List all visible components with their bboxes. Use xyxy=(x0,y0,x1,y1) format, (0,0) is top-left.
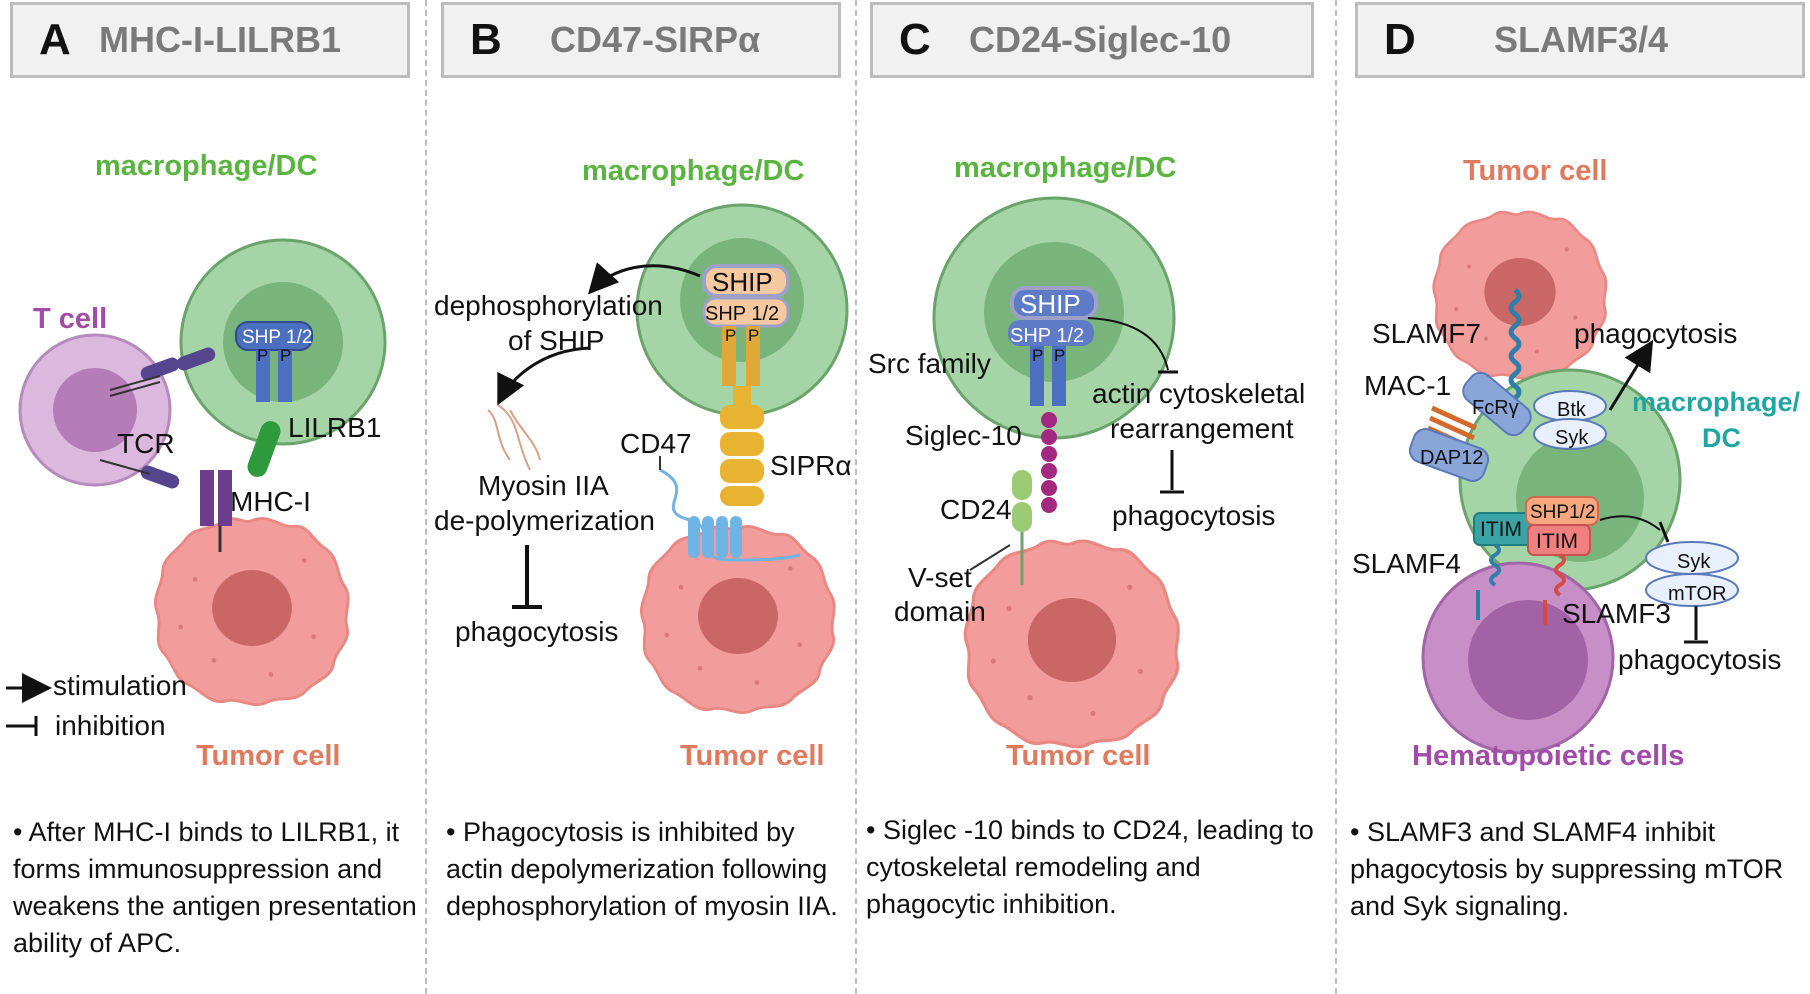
macrophage-label-2: DC xyxy=(1702,423,1741,453)
p-label: P xyxy=(257,346,269,365)
shp-label: SHP 1/2 xyxy=(705,303,780,325)
phagocytosis-top-label: phagocytosis xyxy=(1574,318,1738,349)
phagocytosis-label: phagocytosis xyxy=(455,616,619,647)
shp-label: SHP 1/2 xyxy=(1010,325,1085,347)
panel-title: CD24-Siglec-10 xyxy=(969,19,1232,60)
panel-c-summary: • Siglec -10 binds to CD24, leading to c… xyxy=(866,815,1314,919)
tumor-label: Tumor cell xyxy=(1463,155,1608,187)
tumor-label: Tumor cell xyxy=(196,740,341,772)
siglec-label: Siglec-10 xyxy=(905,420,1022,451)
panel-c-art xyxy=(932,196,1184,749)
itim-label: ITIM xyxy=(1480,518,1522,541)
shp-label: SHP 1/2 xyxy=(242,327,313,348)
panel-title: SLAMF3/4 xyxy=(1494,19,1669,60)
p-label: P xyxy=(1032,346,1044,365)
dap12-label: DAP12 xyxy=(1420,447,1484,469)
tcr-label: TCR xyxy=(117,428,175,459)
hematopoietic-label: Hematopoietic cells xyxy=(1412,740,1685,772)
panel-a-summary: • After MHC-I binds to LILRB1, it forms … xyxy=(13,817,417,958)
p-label: P xyxy=(1054,346,1066,365)
vset-label: V-set xyxy=(908,562,972,593)
hematopoietic-nucleus xyxy=(1468,600,1588,720)
vset-label-2: domain xyxy=(894,596,986,627)
panel-divider xyxy=(425,0,427,994)
syk-label: Syk xyxy=(1555,427,1589,449)
panel-letter: B xyxy=(470,15,502,64)
fcry-label: FcRγ xyxy=(1472,397,1519,419)
tumor-label: Tumor cell xyxy=(680,740,825,772)
actin-label-2: rearrangement xyxy=(1110,413,1294,444)
panel-b-art xyxy=(487,203,849,715)
lilrb1-label: LILRB1 xyxy=(288,412,382,443)
panel-b-summary: • Phagocytosis is inhibited by actin dep… xyxy=(446,817,838,921)
panel-d-header: D SLAMF3/4 xyxy=(1355,2,1805,78)
mac1-label: MAC-1 xyxy=(1364,370,1452,401)
mtor-label: mTOR xyxy=(1668,583,1727,605)
actin-label: actin cytoskeletal xyxy=(1092,378,1306,409)
panel-letter: C xyxy=(899,15,931,64)
tumor-cell xyxy=(963,539,1180,749)
macrophage-label: macrophage/DC xyxy=(582,155,805,187)
panel-divider xyxy=(1335,0,1337,994)
panel-letter: D xyxy=(1384,15,1416,64)
itim-label-2: ITIM xyxy=(1536,530,1578,553)
panel-title: CD47-SIRPα xyxy=(550,19,761,60)
myosin-label: Myosin IIA xyxy=(478,470,609,501)
p-label: P xyxy=(280,346,292,365)
btk-label: Btk xyxy=(1557,399,1586,421)
dephosphorylation-label-2: of SHIP xyxy=(508,325,605,356)
panel-b-header: B CD47-SIRPα xyxy=(441,2,841,78)
slamf7-label: SLAMF7 xyxy=(1372,318,1481,349)
ship-label: SHIP xyxy=(1020,289,1081,319)
syk-label-2: Syk xyxy=(1677,551,1711,573)
myosin-label-2: de-polymerization xyxy=(434,505,655,536)
ship-label: SHIP xyxy=(712,267,773,297)
src-family-label: Src family xyxy=(868,348,991,379)
panel-d-summary: • SLAMF3 and SLAMF4 inhibit phagocytosis… xyxy=(1350,817,1784,921)
phagocytosis-label: phagocytosis xyxy=(1112,500,1276,531)
tumor-label: Tumor cell xyxy=(1006,740,1151,772)
dephosphorylation-label: dephosphorylation xyxy=(434,290,663,321)
slamf3-label: SLAMF3 xyxy=(1562,598,1671,629)
macrophage-label: macrophage/ xyxy=(1632,387,1801,417)
p-label: P xyxy=(725,326,737,345)
panel-d-art xyxy=(1408,210,1739,755)
cd24-label: CD24 xyxy=(940,494,1012,525)
legend-stimulation: stimulation xyxy=(53,670,187,701)
cd47-label: CD47 xyxy=(620,428,692,459)
p-label: P xyxy=(748,326,760,345)
panel-divider xyxy=(855,0,857,994)
legend-inhibition: inhibition xyxy=(55,710,166,741)
sirpa-label: SIPRα xyxy=(770,450,852,481)
panel-c-header: C CD24-Siglec-10 xyxy=(870,2,1314,78)
slamf4-label: SLAMF4 xyxy=(1352,548,1461,579)
panel-letter: A xyxy=(39,15,71,64)
mhc-label: MHC-I xyxy=(230,486,311,517)
phagocytosis-bottom-label: phagocytosis xyxy=(1618,644,1782,675)
macrophage-label: macrophage/DC xyxy=(954,152,1177,184)
panel-title: MHC-I-LILRB1 xyxy=(99,19,341,60)
panel-a-art xyxy=(6,238,387,736)
panel-a-header: A MHC-I-LILRB1 xyxy=(10,2,410,78)
t-cell-label: T cell xyxy=(33,303,108,335)
macrophage-label: macrophage/DC xyxy=(95,150,318,182)
shp-label: SHP1/2 xyxy=(1530,502,1596,523)
